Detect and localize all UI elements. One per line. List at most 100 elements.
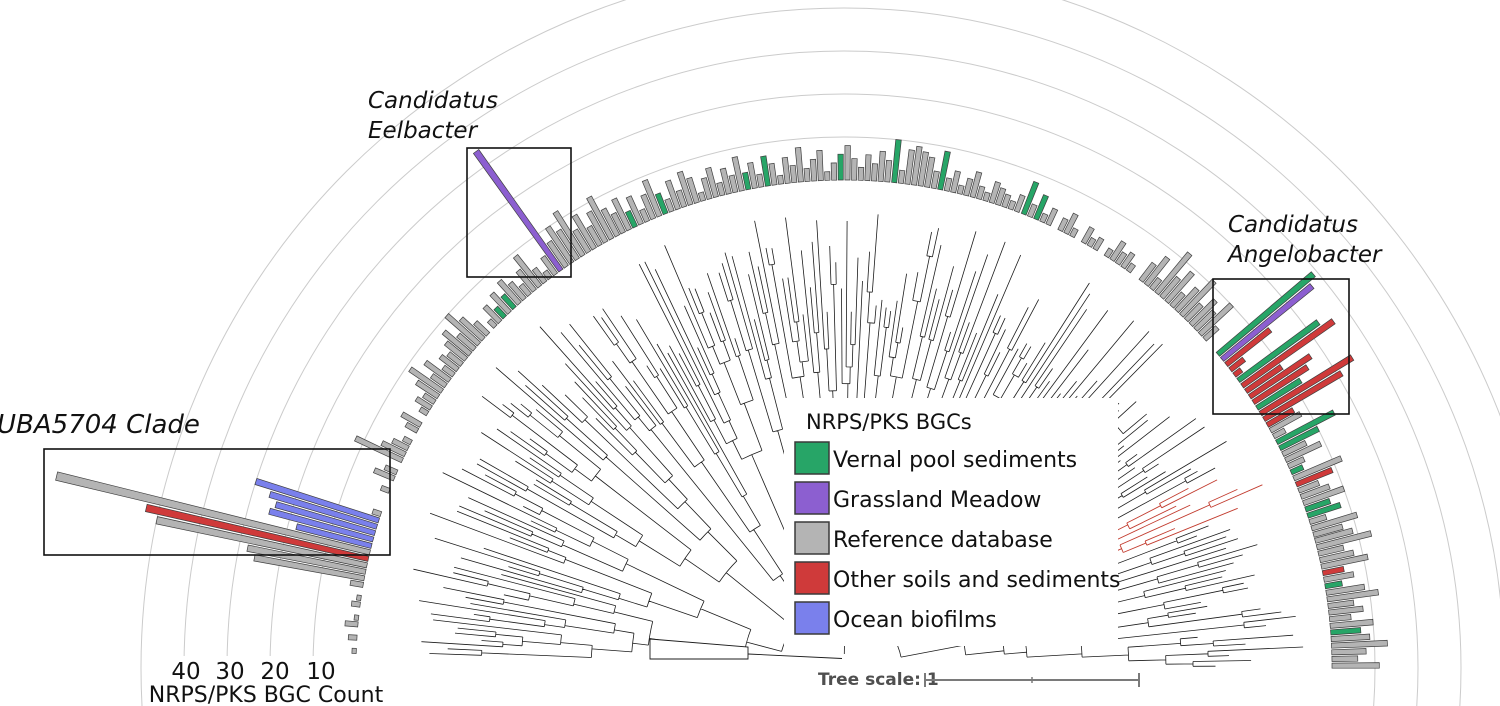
bgc-bar (572, 228, 592, 254)
bgc-bar (1103, 247, 1114, 259)
bgc-bar (507, 280, 527, 302)
bgc-bar (719, 167, 732, 195)
bgc-bar (654, 192, 669, 216)
bgc-bar (444, 313, 482, 347)
bgc-bar (473, 320, 491, 337)
bgc-bar (1312, 523, 1344, 538)
bgc-bar (441, 329, 473, 357)
bgc-bar (1327, 599, 1355, 609)
bgc-bar (1109, 240, 1127, 262)
bgc-bar (864, 154, 872, 182)
bgc-bar (253, 554, 366, 582)
bgc-bar (1045, 207, 1059, 227)
bgc-count-axis: 40 30 20 10 NRPS/PKS BGC Count (149, 656, 422, 706)
bgc-bar (1236, 319, 1321, 383)
bgc-bar (456, 332, 477, 352)
bgc-bar (458, 316, 486, 342)
bgc-bar (1318, 549, 1355, 564)
bgc-bar (1275, 409, 1336, 446)
bgc-bar (1258, 354, 1355, 417)
bgc-bar (268, 490, 379, 530)
bgc-bar (1154, 251, 1193, 296)
legend-swatch-vernal (794, 441, 830, 475)
bgc-bar (1197, 302, 1234, 337)
legend-label-ocean: Ocean biofilms (833, 608, 997, 633)
axis-label-backdrop (152, 656, 422, 706)
bgc-bar (1086, 236, 1097, 248)
legend-label-grassland: Grassland Meadow (833, 488, 1041, 513)
root-outgroup (649, 638, 843, 660)
bgc-bar (1179, 278, 1217, 318)
bgc-bar (705, 166, 719, 199)
bgc-bar (418, 406, 430, 417)
bgc-bar (911, 145, 923, 186)
bgc-bar (1169, 291, 1186, 309)
bgc-bar (1001, 193, 1012, 209)
uba5704-label: UBA5704 Clade (0, 410, 200, 440)
bgc-bar (1331, 655, 1359, 662)
bgc-bar (274, 501, 377, 537)
bgc-bar (429, 373, 448, 389)
bgc-bar (756, 173, 765, 188)
legend-label-reference: Reference database (833, 528, 1053, 553)
bgc-bar (268, 507, 375, 543)
bgc-bar (586, 210, 609, 244)
bgc-bar (353, 614, 360, 621)
bgc-bar (803, 167, 811, 182)
bgc-bar (1240, 318, 1336, 389)
bgc-bar (380, 440, 407, 458)
bgc-bar (515, 268, 537, 293)
bgc-bar (1262, 370, 1344, 422)
bgc-bar (1183, 302, 1204, 323)
bgc-bar (1174, 286, 1200, 314)
bgc-bar (777, 174, 785, 185)
bgc-bar (950, 170, 961, 194)
legend-swatch-reference (794, 521, 830, 555)
bgc-bar (937, 150, 951, 191)
bgc-bar (379, 484, 391, 494)
axis-tick-40: 40 (171, 659, 200, 685)
bgc-bar (1306, 501, 1342, 519)
bgc-bar (1251, 364, 1310, 405)
clade-box-angelobacter (1212, 278, 1350, 415)
bgc-bar (1330, 627, 1362, 636)
bgc-bar (482, 304, 503, 325)
bgc-bar (1255, 377, 1303, 411)
bgc-bar (837, 153, 844, 181)
collapsed-outgroup-wedge (649, 638, 749, 660)
bgc-bar (686, 176, 700, 204)
bgc-bar (930, 170, 940, 190)
bgc-bar (415, 379, 441, 400)
bgc-bar (254, 477, 381, 524)
bgc-bar (1331, 648, 1367, 656)
angelobacter-label-line2: Angelobacter (1226, 242, 1383, 268)
legend-swatch-othersoils (794, 561, 830, 595)
bgc-bar (1331, 639, 1388, 649)
bgc-bar (1310, 511, 1359, 532)
bgc-bar (943, 177, 953, 192)
bgc-bar (624, 209, 638, 229)
bgc-bar (956, 184, 965, 195)
clade-box-uba5704 (43, 448, 391, 556)
bgc-bar (546, 239, 569, 269)
legend-item-othersoils: Other soils and sediments (794, 561, 1121, 595)
bgc-bar (1164, 270, 1195, 305)
bgc-bar (1289, 464, 1305, 476)
bgc-bar (640, 193, 657, 221)
bgc-bar (518, 282, 532, 298)
bgc-bar (144, 503, 370, 562)
bgc-bar (768, 162, 778, 186)
bgc-bar (401, 435, 413, 446)
bgc-bar (781, 156, 791, 184)
legend-swatch-ocean (794, 601, 830, 635)
bgc-bar (716, 181, 726, 197)
bgc-bar (1286, 456, 1306, 470)
bgc-bar (1271, 427, 1287, 440)
bgc-bar (586, 195, 615, 241)
bgc-bar (789, 164, 798, 184)
bgc-bar (1114, 251, 1128, 266)
bgc-bar (917, 151, 930, 187)
bgc-bar (975, 185, 986, 201)
bgc-bar (55, 471, 371, 556)
legend-item-ocean: Ocean biofilms (794, 601, 997, 635)
